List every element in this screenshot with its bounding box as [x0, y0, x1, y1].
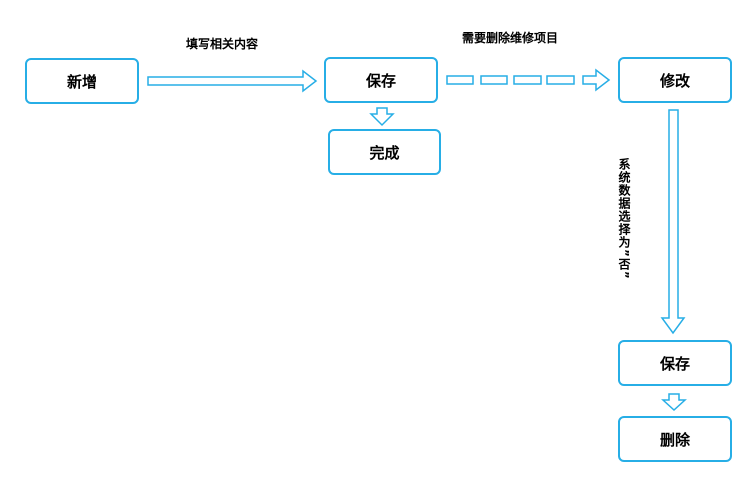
node-save-2[interactable]: 保存 [618, 340, 732, 386]
edge-label-system-data-no: 系统数据选择为”否” [617, 158, 631, 280]
arrow-save-to-modify [446, 68, 611, 92]
dash-segment [513, 75, 542, 85]
arrow-modify-to-save [660, 109, 686, 335]
dash-arrow-head [582, 68, 611, 92]
node-save-1[interactable]: 保存 [324, 57, 438, 103]
arrow-save-to-delete [661, 393, 687, 412]
node-modify[interactable]: 修改 [618, 57, 732, 103]
arrow-save-to-done [369, 107, 395, 127]
node-delete[interactable]: 删除 [618, 416, 732, 462]
node-add[interactable]: 新增 [25, 58, 139, 104]
node-done[interactable]: 完成 [328, 129, 441, 175]
dash-segment [480, 75, 508, 85]
arrow-add-to-save [147, 69, 318, 93]
dash-segment [546, 75, 575, 85]
edge-label-need-delete: 需要删除维修项目 [462, 31, 559, 45]
dash-segment [446, 75, 474, 85]
edge-label-fill-content: 填写相关内容 [186, 37, 259, 51]
